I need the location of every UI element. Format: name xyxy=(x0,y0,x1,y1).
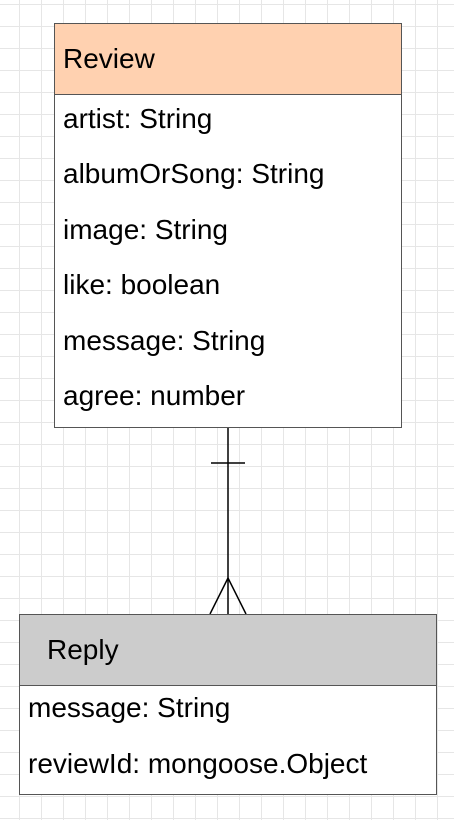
review-entity[interactable]: Review artist: String albumOrSong: Strin… xyxy=(54,23,402,428)
crowfoot-left-prong xyxy=(209,577,229,615)
review-field-message: message: String xyxy=(63,325,266,356)
reply-field-message: message: String xyxy=(28,692,231,723)
review-field-like: like: boolean xyxy=(63,269,221,300)
crowfoot-right-prong xyxy=(227,577,247,615)
review-field-artist: artist: String xyxy=(63,103,213,134)
reply-entity-title: Reply xyxy=(47,634,119,665)
reply-field-review-id: reviewId: mongoose.Object xyxy=(28,748,368,779)
review-entity-header: Review xyxy=(55,24,401,95)
review-field-agree: agree: number xyxy=(63,380,246,411)
review-entity-title: Review xyxy=(63,43,155,74)
review-field-image: image: String xyxy=(63,214,228,245)
reply-entity[interactable]: Reply message: String reviewId: mongoose… xyxy=(19,614,437,795)
reply-entity-header: Reply xyxy=(20,615,436,686)
review-field-album-or-song: albumOrSong: String xyxy=(63,158,325,189)
